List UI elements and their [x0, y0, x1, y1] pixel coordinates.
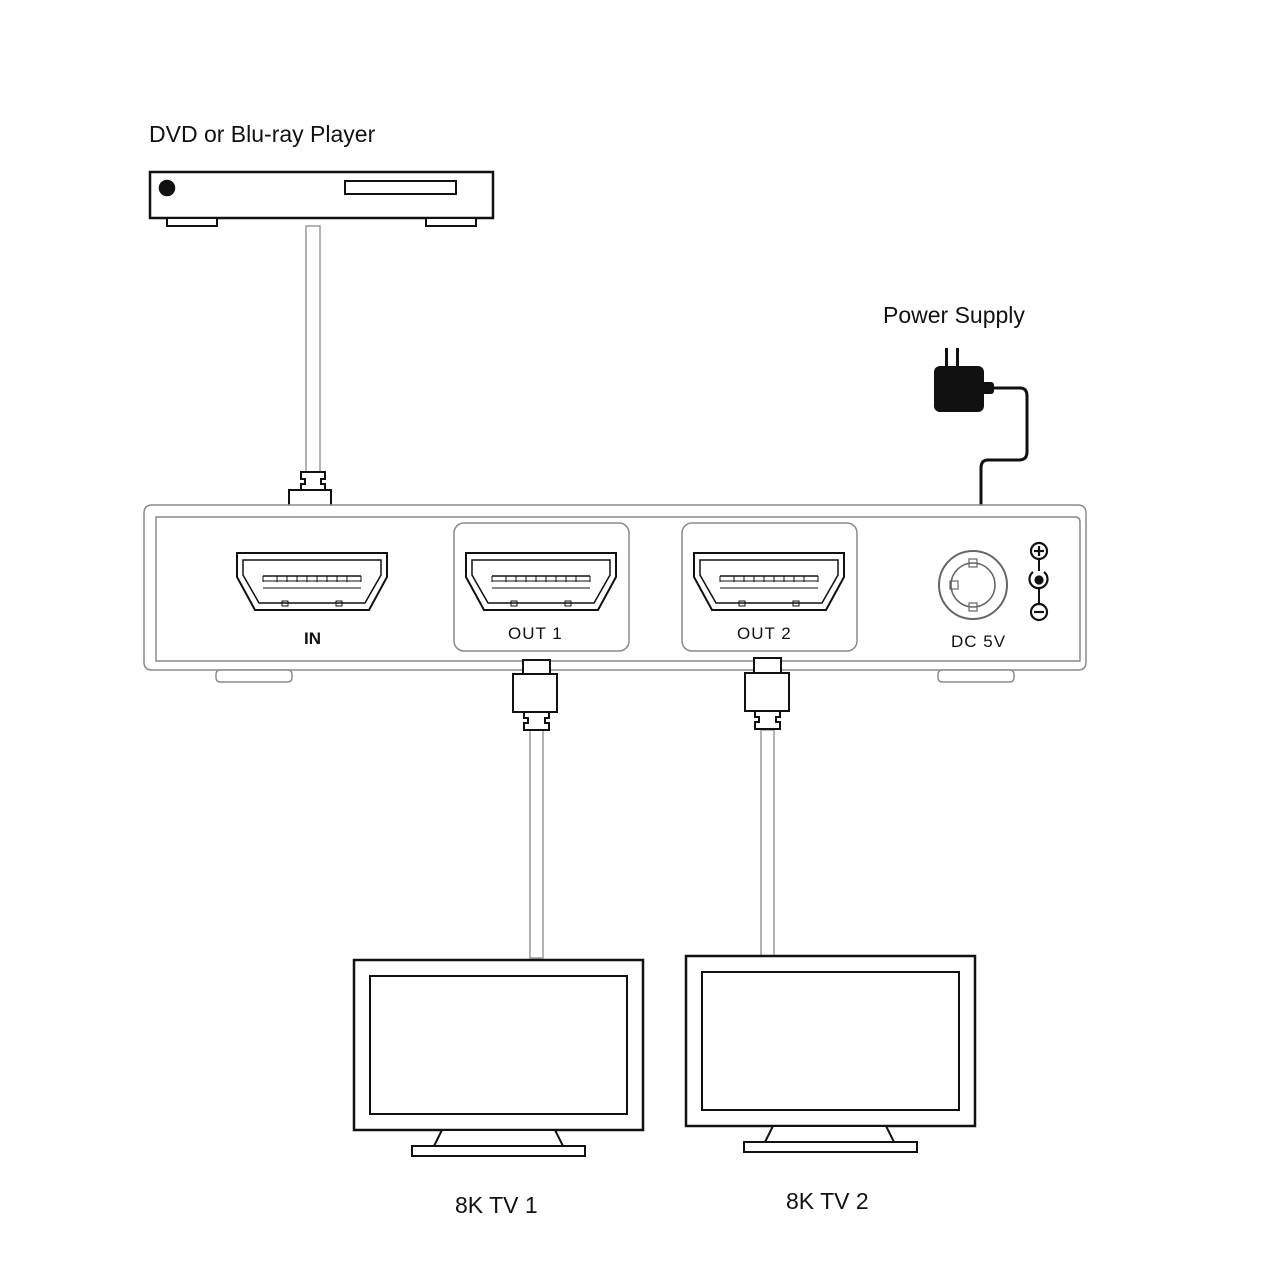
hdmi-plug-output-1-icon: [512, 659, 558, 731]
tv-2-icon: [684, 954, 977, 1153]
hdmi-port-in[interactable]: [236, 552, 388, 611]
dc-jack[interactable]: [938, 550, 1008, 620]
hdmi-port-out-2[interactable]: [693, 552, 845, 611]
hdmi-cable-input: [288, 225, 332, 545]
tv-2-label: 8K TV 2: [786, 1188, 869, 1214]
hdmi-cable-output-1: [512, 659, 558, 959]
tv-1-label: 8K TV 1: [455, 1192, 538, 1218]
center-positive-icon: [1028, 571, 1049, 590]
port-in-label: IN: [304, 629, 321, 648]
dvd-player-icon: [148, 170, 495, 227]
port-out-2-label: OUT 2: [737, 624, 792, 643]
hdmi-cable-output-2: [744, 657, 790, 957]
tv-1-icon: [352, 958, 645, 1157]
hdmi-port-out-1[interactable]: [465, 552, 617, 611]
splitter-body: [143, 504, 1087, 683]
source-device-label: DVD or Blu-ray Player: [149, 121, 376, 147]
power-supply-label: Power Supply: [883, 302, 1025, 328]
minus-icon: [1029, 602, 1049, 622]
hdmi-plug-output-2-icon: [744, 657, 790, 730]
dc-input-label: DC 5V: [951, 632, 1007, 651]
port-out-1-label: OUT 1: [508, 624, 563, 643]
